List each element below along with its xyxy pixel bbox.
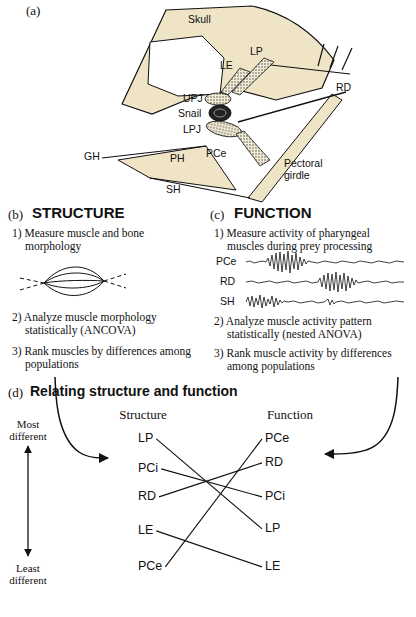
muscle-rank: PCi	[138, 462, 158, 476]
rank-link	[156, 439, 262, 529]
muscle-name: LP	[138, 432, 153, 446]
step-text: 3) Rank muscle activity by differences a…	[214, 347, 404, 373]
muscle-drawing	[20, 267, 126, 296]
muscle-rank: PCe	[265, 432, 289, 446]
gh-muscle-line	[102, 146, 206, 158]
function-column: FunctionPCeRD PCiLP LE	[255, 408, 325, 580]
step-text: 2) Analyze muscle activity pattern stati…	[214, 315, 404, 341]
rank-link	[161, 469, 262, 497]
emg-trace	[246, 272, 404, 292]
scale-label: Most different	[4, 418, 52, 442]
muscle-rank: PCi	[265, 490, 285, 504]
trace-label: PCe	[216, 256, 236, 268]
anatomy-label: SH	[166, 184, 181, 196]
function-panel: (c) FUNCTION 1) Measure activity of pharyn…	[210, 205, 414, 377]
anatomy-label: PCe	[206, 148, 226, 160]
anatomy-label: UPJ	[183, 93, 203, 105]
muscle-fiber	[44, 281, 104, 288]
anatomy-label: GH	[84, 151, 100, 163]
muscle-fiber	[44, 267, 104, 283]
structure-panel: (b) STRUCTURE 1) Measure muscle and bone m…	[8, 205, 208, 377]
snail-whorl	[214, 109, 226, 117]
muscle-rank: RD	[265, 456, 283, 470]
muscle-fiber	[44, 280, 104, 283]
step-text: 1) Measure activity of pharyngeal muscle…	[214, 227, 404, 253]
emg-trace	[246, 295, 404, 308]
anatomy-label: PH	[170, 153, 185, 165]
upper-pharyngeal-jaw	[205, 93, 231, 105]
panel-letter: (b)	[8, 208, 23, 222]
muscle-rank: LP	[138, 432, 153, 446]
panel-letter: (d)	[8, 386, 23, 400]
panel-heading: Relating structure and function	[30, 384, 238, 399]
anatomy-label: LE	[220, 60, 233, 72]
pectoral-girdle	[248, 94, 342, 202]
muscle-name: PCi	[265, 490, 285, 504]
sh-muscle-line	[150, 178, 250, 198]
muscle-name: LE	[265, 560, 280, 574]
flow-arrow	[325, 377, 398, 454]
rank-scale-arrow	[27, 446, 28, 556]
scale-label: Least different	[4, 562, 52, 586]
muscle-rank: LE	[265, 560, 280, 574]
anatomy-label: Pectoral girdle	[284, 158, 332, 181]
column-heading: Structure	[108, 408, 178, 422]
tendon-lines	[20, 274, 126, 290]
pce-muscle	[236, 131, 270, 166]
trace-label: RD	[220, 276, 235, 288]
lp-muscle	[232, 58, 274, 95]
column-heading: Function	[255, 408, 325, 422]
muscle-name: RD	[138, 490, 156, 504]
anatomy-label: LP	[250, 46, 263, 58]
snail-shell	[209, 105, 231, 121]
panel-letter: (c)	[210, 208, 224, 222]
anatomy-label: RD	[336, 82, 351, 94]
rank-link	[156, 531, 262, 567]
orbit	[148, 36, 224, 96]
neural-spines	[318, 44, 352, 70]
panel-heading: FUNCTION	[234, 205, 312, 222]
rd-muscle	[238, 92, 346, 122]
muscle-rank: PCe	[138, 560, 162, 574]
muscle-rank: RD	[138, 490, 156, 504]
anatomy-label: Skull	[188, 14, 211, 26]
structure-column: StructureLP PCiRD LE PCe	[108, 408, 178, 580]
rank-link	[165, 439, 262, 567]
muscle-rank: LE	[138, 524, 153, 538]
muscle-name: RD	[265, 456, 283, 470]
muscle-fiber	[44, 281, 104, 296]
trace-label: SH	[220, 296, 235, 308]
muscle-rank: LP	[265, 522, 280, 536]
step-text: 2) Analyze muscle morphology statistical…	[12, 311, 197, 337]
panel-heading: STRUCTURE	[32, 205, 125, 222]
step-text: 1) Measure muscle and bone morphology	[12, 227, 197, 253]
anatomy-label: Snail	[178, 108, 201, 120]
skull-outline	[122, 6, 334, 114]
rank-link	[159, 463, 262, 497]
panel-letter: (a)	[26, 4, 40, 18]
step-text: 3) Rank muscles by differences among pop…	[12, 345, 197, 371]
muscle-fiber	[44, 273, 104, 283]
muscle-name: PCe	[138, 560, 162, 574]
muscle-name: LP	[265, 522, 280, 536]
anatomy-label: LPJ	[183, 124, 201, 136]
muscle-name: PCe	[265, 432, 289, 446]
muscle-name: PCi	[138, 462, 158, 476]
muscle-name: LE	[138, 524, 153, 538]
emg-traces	[246, 251, 404, 308]
vertebral-column	[262, 64, 350, 74]
emg-trace	[246, 251, 404, 273]
